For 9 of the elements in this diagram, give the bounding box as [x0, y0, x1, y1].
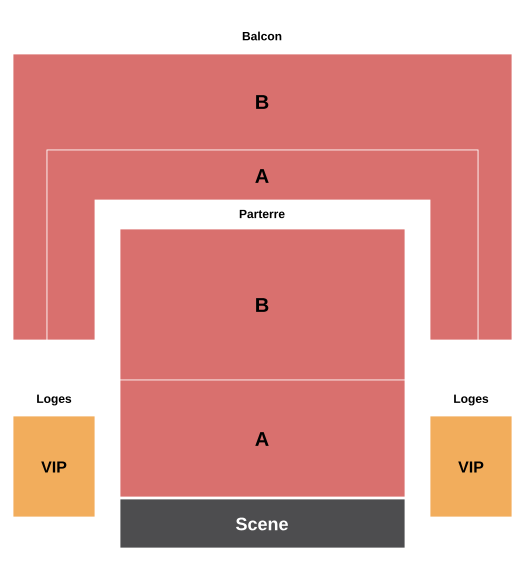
loge-box: VIP — [12, 416, 96, 518]
area-label: Parterre — [240, 210, 285, 218]
stage-block: Scene — [120, 498, 406, 548]
seating-section: A — [120, 380, 406, 498]
seating-section: B — [120, 228, 406, 380]
area-label: Loges — [37, 394, 72, 406]
area-label: Balcon — [242, 32, 282, 40]
area-label: Loges — [454, 394, 488, 406]
loge-box: VIP — [430, 416, 512, 518]
